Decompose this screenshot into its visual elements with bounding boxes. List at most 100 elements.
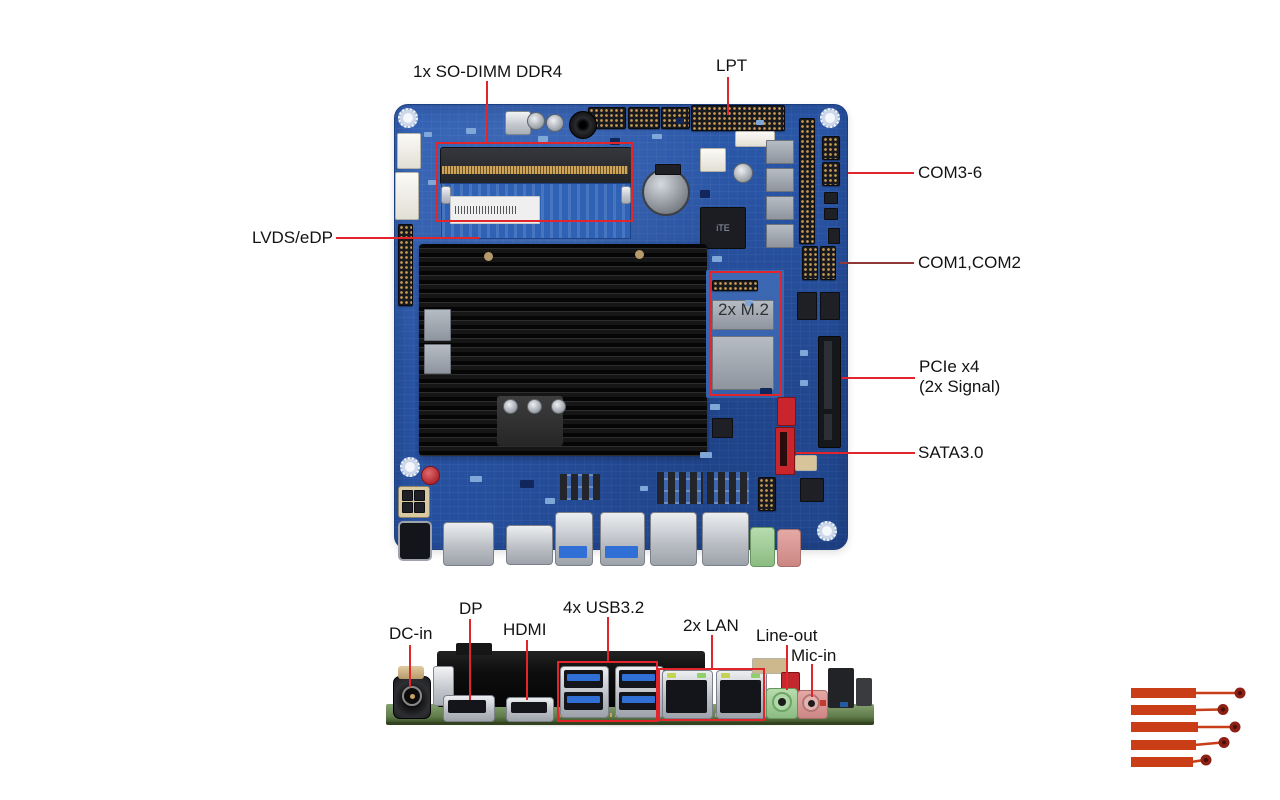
dip-part	[700, 148, 726, 172]
super-io-chip: iTE	[700, 207, 746, 249]
type-c-port	[398, 521, 432, 561]
dc-in-label: DC-in	[389, 624, 433, 643]
crystal	[733, 163, 753, 183]
soic-chip	[766, 196, 794, 220]
heatsink-screw	[551, 399, 566, 414]
front-panel-header	[758, 477, 776, 511]
usb-pointer-line	[607, 617, 609, 661]
com1-com2-label: COM1,COM2	[918, 253, 1021, 272]
dp-label: DP	[459, 599, 483, 618]
component	[745, 300, 753, 306]
component	[545, 498, 555, 504]
soic-chip	[766, 168, 794, 192]
component	[700, 190, 710, 198]
jumper	[828, 228, 840, 244]
dc-in-pointer-line	[409, 645, 411, 687]
screw	[484, 252, 493, 261]
wire-connector	[395, 172, 419, 220]
com3-6-header	[799, 118, 815, 244]
hdmi-port-slot	[511, 702, 547, 713]
chip	[797, 292, 817, 320]
usb-highlight-box	[557, 661, 658, 722]
sata-pointer-line	[796, 452, 915, 454]
inductor	[424, 344, 451, 374]
inductor	[505, 111, 531, 135]
lan-led-left	[667, 673, 676, 678]
usb-tongue	[567, 696, 600, 703]
com3-6-label: COM3-6	[918, 163, 983, 182]
component	[428, 180, 436, 185]
lpt-header	[691, 105, 785, 131]
component	[800, 350, 808, 356]
m2-slot	[712, 336, 774, 390]
pcie-pointer-line	[842, 377, 915, 379]
brand-logo	[1131, 687, 1246, 767]
sata-label: SATA3.0	[918, 443, 984, 462]
line-out-label: Line-out	[756, 626, 818, 645]
capacitor	[546, 114, 564, 132]
component	[610, 138, 620, 145]
mic-in-jack-hole	[808, 700, 815, 707]
component	[520, 480, 534, 488]
dp-port-slot	[448, 700, 486, 713]
m2-slot	[712, 300, 774, 330]
mounting-hole	[398, 108, 418, 128]
sodimm-clip	[621, 186, 631, 204]
jumper	[824, 208, 838, 220]
lpt-label: LPT	[716, 56, 748, 75]
dp-pointer-line	[469, 619, 471, 700]
atx-pin	[402, 490, 413, 501]
wafer-connector	[735, 131, 775, 147]
component	[760, 388, 772, 396]
so-dimm-label: 1x SO-DIMM DDR4	[413, 62, 563, 81]
m2-highlight-box	[709, 271, 782, 396]
line-out-jack-top	[750, 527, 775, 567]
atx-pin	[414, 490, 425, 501]
chip	[800, 478, 824, 502]
vrm-cluster	[707, 472, 749, 504]
com1-header	[802, 246, 818, 280]
electrolytic-capacitor	[421, 466, 440, 485]
usb-tongue	[605, 546, 638, 558]
power-wafer	[795, 455, 817, 471]
capacitor	[527, 112, 545, 130]
component	[820, 700, 826, 706]
chip	[712, 418, 733, 438]
fan-connector	[397, 133, 421, 169]
pin-header	[822, 136, 840, 160]
dc-in-jack-top	[398, 666, 424, 679]
mounting-hole	[820, 108, 840, 128]
pin-header	[588, 107, 626, 129]
component	[424, 132, 432, 137]
usb-tongue	[567, 674, 600, 681]
component	[470, 476, 482, 482]
vrm-cluster	[560, 474, 600, 500]
lan-port-opening	[666, 680, 707, 713]
hdmi-pointer-line	[526, 640, 528, 700]
usb-tongue	[559, 546, 587, 558]
dp-port-top	[443, 522, 494, 566]
pcie-slot-contacts	[824, 341, 832, 409]
sodimm-gold-pins	[442, 166, 628, 174]
component	[712, 256, 722, 262]
lan-port-top	[702, 512, 749, 566]
pcie-label: PCIe x4 (2x Signal)	[919, 357, 1000, 397]
lan-port-top	[650, 512, 697, 566]
chip	[820, 292, 840, 320]
usb-tongue	[622, 696, 655, 703]
component	[652, 134, 662, 139]
lan-label: 2x LAN	[683, 616, 739, 635]
lvds-edp-pointer-line	[336, 237, 479, 239]
hdmi-label: HDMI	[503, 620, 547, 639]
lvds-edp-label: LVDS/eDP	[252, 228, 333, 247]
usb-label: 4x USB3.2	[563, 598, 645, 617]
component	[640, 486, 648, 491]
component-block	[856, 678, 872, 706]
lan-led-right	[697, 673, 706, 678]
cpu-heatsink	[419, 244, 707, 456]
atx-pin	[402, 502, 413, 513]
usb-tongue	[622, 674, 655, 681]
com2-header	[820, 246, 836, 280]
lan-led-right	[751, 673, 760, 678]
sata-power-header	[777, 397, 796, 426]
